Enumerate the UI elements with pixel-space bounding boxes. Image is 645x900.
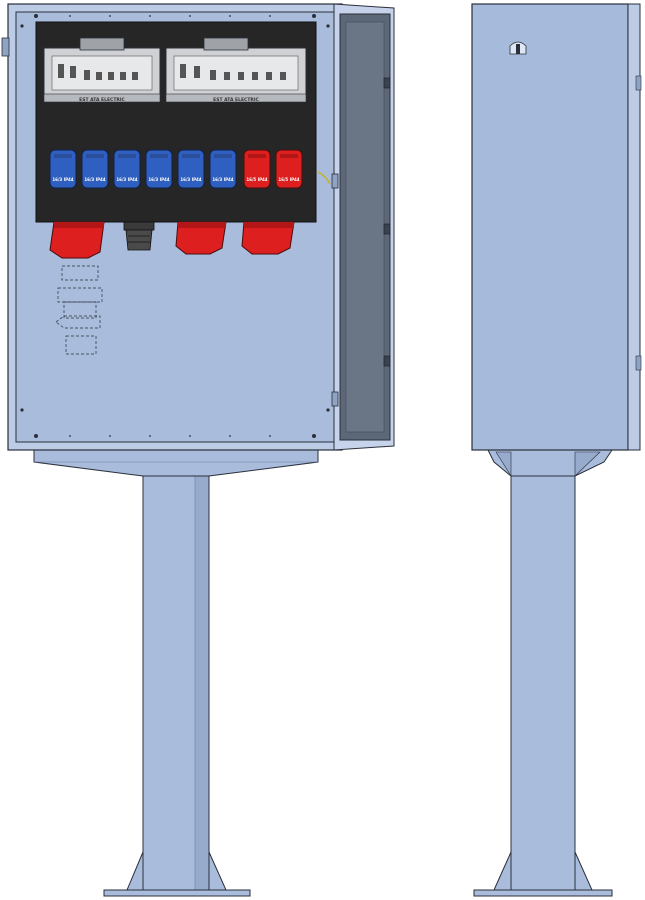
large-red-socket	[175, 221, 227, 255]
lock-icon	[509, 41, 527, 55]
front-base-plate	[103, 851, 251, 897]
front-stand-post	[142, 437, 210, 893]
svg-text:16/3 IP44: 16/3 IP44	[116, 177, 137, 182]
svg-text:16/3 IP44: 16/3 IP44	[84, 177, 105, 182]
svg-text:16/3 IP44: 16/3 IP44	[180, 177, 201, 182]
svg-text:16/5 IP44: 16/5 IP44	[246, 177, 267, 182]
side-base-plate	[473, 851, 613, 897]
breaker-enclosure-right: EST ATA ELECTRIC	[165, 37, 307, 103]
front-support-bracket	[33, 449, 319, 477]
breaker-enclosure-left: EST ATA ELECTRIC	[43, 37, 161, 103]
large-red-socket	[241, 221, 295, 255]
cable-gland	[123, 221, 155, 251]
socket-row: 16/3 IP44 16/3 IP44 16/3 IP44 16/3 IP44	[49, 149, 303, 189]
front-view: EST ATA ELECTRIC EST ATA ELECTRIC 16/3 I…	[1, 3, 395, 897]
svg-text:16/3 IP44: 16/3 IP44	[148, 177, 169, 182]
svg-text:16/5 IP44: 16/5 IP44	[278, 177, 299, 182]
front-open-door	[317, 3, 395, 451]
breaker-label-left: EST ATA ELECTRIC	[79, 97, 125, 103]
blue-socket: 16/3 IP44	[113, 149, 141, 189]
blue-socket: 16/3 IP44	[49, 149, 77, 189]
blue-socket: 16/3 IP44	[145, 149, 173, 189]
blue-socket: 16/3 IP44	[209, 149, 237, 189]
breaker-label-right: EST ATA ELECTRIC	[213, 97, 259, 103]
red-socket: 16/5 IP44	[243, 149, 271, 189]
blue-socket: 16/3 IP44	[177, 149, 205, 189]
red-socket: 16/5 IP44	[275, 149, 303, 189]
svg-text:16/3 IP44: 16/3 IP44	[52, 177, 73, 182]
dashed-plug-outline	[55, 265, 103, 355]
side-stand-post	[510, 473, 576, 895]
svg-text:16/3 IP44: 16/3 IP44	[212, 177, 233, 182]
side-cabinet-body	[471, 3, 642, 451]
large-red-socket	[49, 221, 105, 259]
side-view	[471, 3, 642, 897]
blue-socket: 16/3 IP44	[81, 149, 109, 189]
